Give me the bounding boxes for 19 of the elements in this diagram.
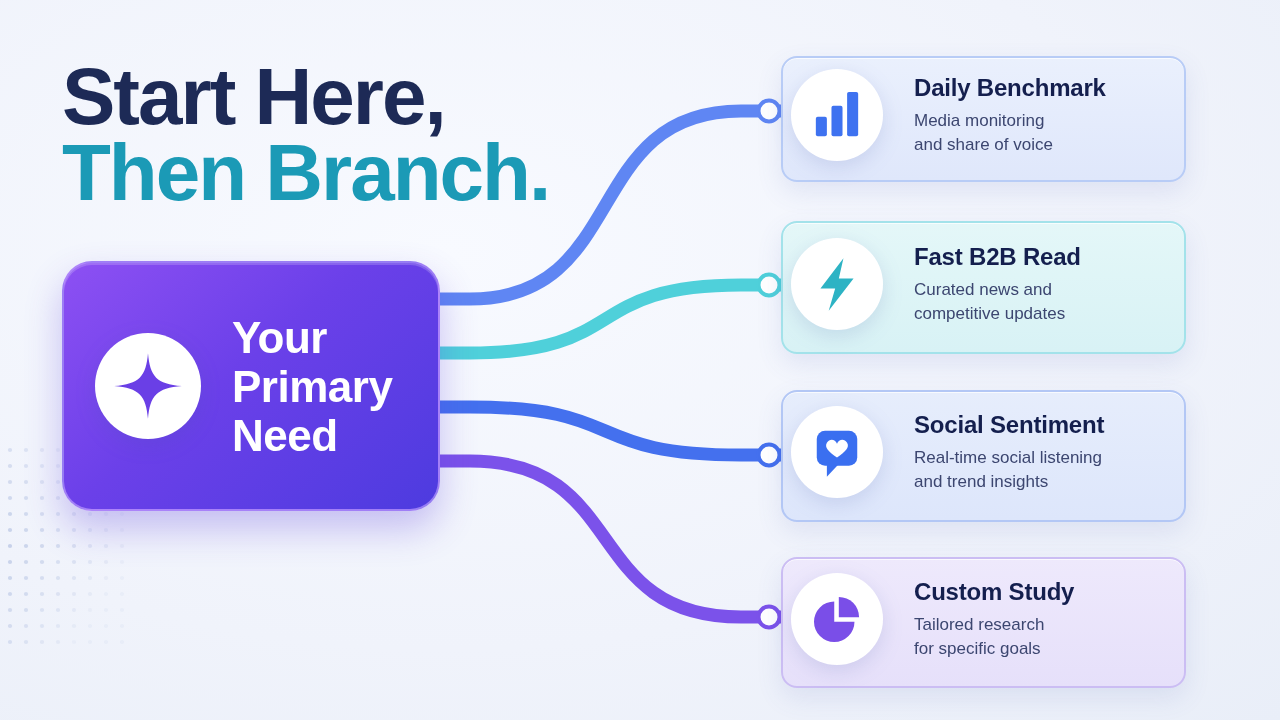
option-card	[781, 390, 1186, 522]
card-heading: Daily Benchmark	[914, 73, 1106, 103]
option-card	[781, 557, 1186, 688]
card-description: Media monitoring and share of voice	[914, 110, 1054, 156]
diagram-title: Start Here, Then Branch.	[62, 59, 550, 211]
connector-line	[440, 98, 782, 306]
card-description: Real-time social listening and trend insights	[914, 447, 1104, 493]
connector-line	[440, 400, 782, 468]
card-description: Curated news and competitive updates	[914, 278, 1067, 325]
option-card	[781, 56, 1186, 182]
card-heading: Fast B2B Read	[914, 241, 1082, 272]
card-heading: Custom Study	[914, 576, 1075, 607]
connector-line	[440, 272, 782, 360]
main-label: Your Primary Need	[232, 312, 394, 460]
option-card	[781, 221, 1186, 354]
main-card	[62, 261, 440, 511]
card-heading: Social Sentiment	[914, 410, 1106, 440]
connector-line	[440, 454, 782, 630]
card-description: Tailored research for specific goals	[914, 613, 1046, 660]
